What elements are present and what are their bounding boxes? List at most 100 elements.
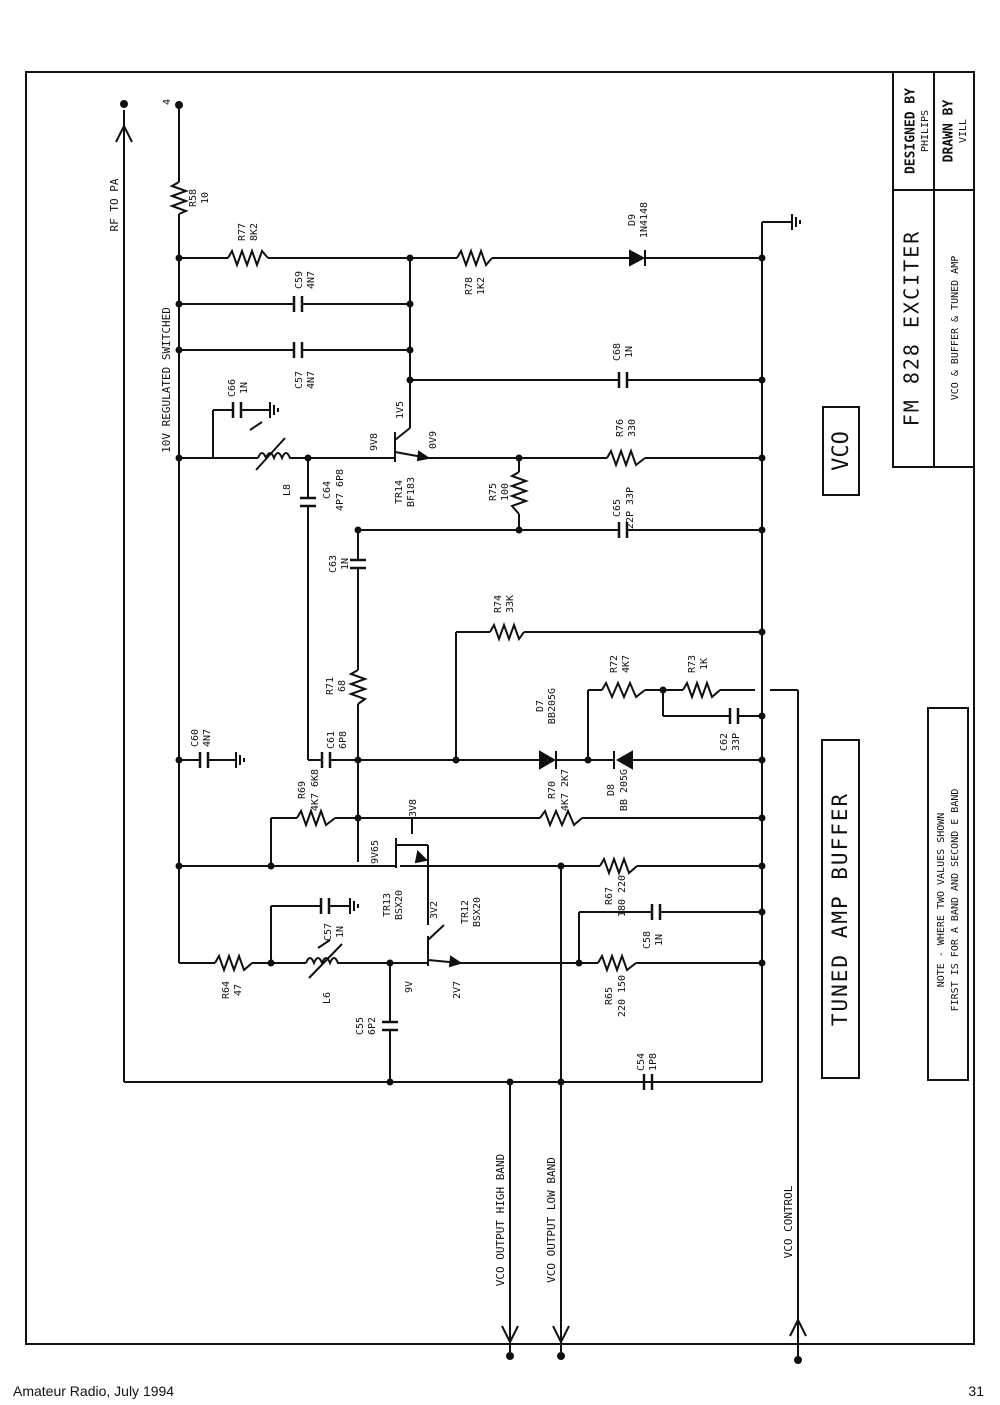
svg-text:BB205G: BB205G <box>547 688 558 724</box>
resistor-r74 <box>489 622 525 642</box>
svg-text:R67: R67 <box>604 887 615 905</box>
drawn-by-value: VILL <box>958 119 969 143</box>
svg-text:BSX20: BSX20 <box>394 890 405 920</box>
resistor-r67 <box>599 856 638 876</box>
label-l6: L6 <box>322 992 333 1004</box>
svg-text:22P 33P: 22P 33P <box>625 487 636 529</box>
ground-symbols <box>235 214 801 914</box>
resistor-r69 <box>296 808 336 828</box>
voltage-labels: 9V8 1V5 0V9 3V8 9V65 3V2 9V 2V7 <box>369 401 463 999</box>
capacitors <box>198 296 740 1090</box>
junction-dots <box>175 254 766 1086</box>
voltage-tr12-emitter: 2V7 <box>452 981 463 999</box>
label-rf-to-pa: RF TO PA <box>108 178 121 231</box>
svg-text:1K2: 1K2 <box>476 277 487 295</box>
voltage-tr14-emitter: 0V9 <box>428 431 439 449</box>
resistor-r71 <box>348 669 368 705</box>
svg-text:1N: 1N <box>239 382 250 394</box>
ground-icon <box>791 214 801 230</box>
label-l8: L8 <box>282 484 293 496</box>
svg-text:330: 330 <box>627 419 638 437</box>
svg-text:C68: C68 <box>612 343 623 361</box>
capacitor-c55 <box>382 1020 398 1032</box>
transistors <box>394 427 463 968</box>
svg-text:FIRST IS FOR A BAND AND SECOND: FIRST IS FOR A BAND AND SECOND E BAND <box>950 789 961 1012</box>
svg-text:R70: R70 <box>547 781 558 799</box>
wiring <box>123 108 799 1360</box>
svg-text:R76: R76 <box>615 419 626 437</box>
voltage-tr12-collector: 3V2 <box>429 901 440 919</box>
capacitor-c63 <box>350 558 366 570</box>
capacitor-c59 <box>292 296 304 312</box>
ground-icon <box>349 898 359 914</box>
terminals <box>115 100 807 1364</box>
inductor-l8 <box>257 452 293 461</box>
capacitor-c58 <box>650 904 662 920</box>
svg-text:C55: C55 <box>355 1017 366 1035</box>
svg-text:1N: 1N <box>335 926 346 938</box>
arrow-up-icon <box>789 1317 807 1337</box>
svg-text:C66: C66 <box>227 379 238 397</box>
transistor-tr14 <box>394 427 431 462</box>
values-note: NOTE - WHERE TWO VALUES SHOWN FIRST IS F… <box>927 707 969 1081</box>
svg-text:C60: C60 <box>190 729 201 747</box>
ground-icon <box>235 752 245 768</box>
label-supply-pin: 4 <box>162 99 173 105</box>
footer-page-number: 31 <box>968 1383 984 1399</box>
svg-text:1P8: 1P8 <box>648 1053 659 1071</box>
capacitor-c62 <box>728 708 740 724</box>
inductors <box>249 421 344 979</box>
vco-section-label: VCO <box>822 406 860 496</box>
svg-text:33K: 33K <box>505 595 516 613</box>
designed-by-label: DESIGNED BY <box>904 88 919 174</box>
label-supply: 10V REGULATED SWITCHED <box>160 307 173 453</box>
svg-text:R64: R64 <box>221 981 232 999</box>
drawing-subtitle: VCO & BUFFER & TUNED AMP <box>950 256 961 401</box>
svg-text:C63: C63 <box>328 555 339 573</box>
svg-text:TR13: TR13 <box>382 893 393 917</box>
transistor-tr13 <box>395 818 429 868</box>
diode-d7 <box>539 750 557 770</box>
label-vco-out-low: VCO OUTPUT LOW BAND <box>545 1157 558 1283</box>
svg-text:4N7: 4N7 <box>306 371 317 389</box>
svg-text:R72: R72 <box>609 655 620 673</box>
svg-text:TR12: TR12 <box>460 900 471 924</box>
svg-text:C58: C58 <box>642 931 653 949</box>
drawing-title: FM 828 EXCITER <box>900 230 924 427</box>
capacitor-c68 <box>617 372 629 388</box>
svg-text:4K7 6K8: 4K7 6K8 <box>310 769 321 811</box>
svg-text:R58: R58 <box>188 189 199 207</box>
resistor-r72 <box>601 680 646 700</box>
svg-text:8K2: 8K2 <box>249 223 260 241</box>
capacitor-c61 <box>320 752 332 768</box>
transistor-tr12 <box>427 924 463 968</box>
resistor-r78 <box>456 248 493 268</box>
drawing-frame <box>25 71 975 1345</box>
svg-text:R69: R69 <box>297 781 308 799</box>
resistor-r64 <box>214 953 253 973</box>
svg-text:VCO: VCO <box>829 431 854 471</box>
footer-publication: Amateur Radio, July 1994 <box>13 1383 175 1399</box>
